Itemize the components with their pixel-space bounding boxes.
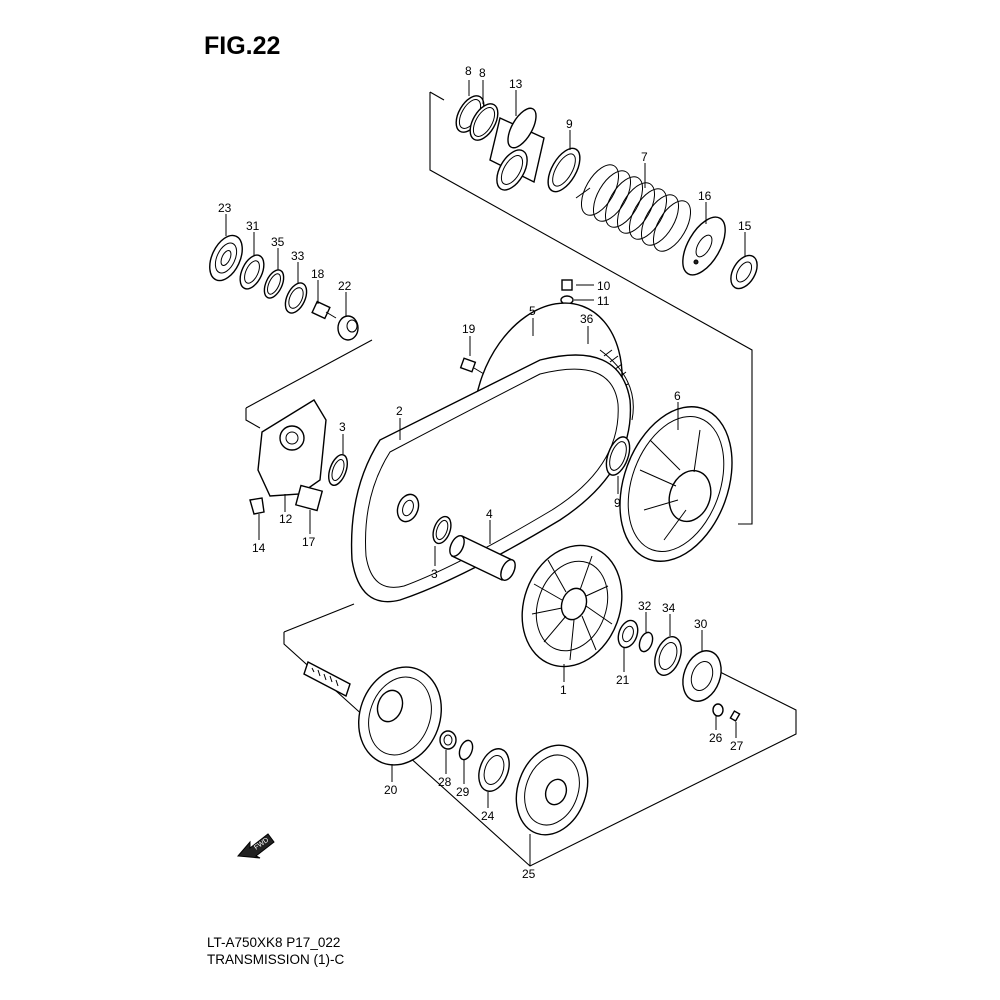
callout-5: 5: [529, 304, 536, 318]
callout-16: 16: [698, 189, 712, 203]
bolt-part-19: [459, 357, 485, 375]
callout-31: 31: [246, 219, 260, 233]
spring-seat-part-16: [682, 216, 726, 276]
callout-11: 11: [597, 294, 610, 308]
movable-drive-face-part-12: [257, 399, 327, 497]
nut-part-15: [730, 254, 758, 290]
drive-belt-part-2: [350, 354, 632, 603]
bearing-part-30: [682, 650, 722, 702]
clutch-shoe-part-25: [515, 744, 589, 836]
bearing-part-21: [617, 619, 639, 649]
one-way-clutch-part-24: [478, 748, 510, 792]
callout-8a: 8: [465, 64, 472, 78]
nut-part-28: [439, 730, 457, 750]
figure-title: FIG.22: [204, 32, 281, 60]
washer-part-26: [712, 703, 724, 717]
callout-10: 10: [597, 279, 611, 293]
seal-part-9-lower: [605, 436, 631, 476]
circlip-part-8b: [469, 103, 499, 141]
callout-9b: 9: [614, 496, 621, 510]
washer-part-3-lower: [432, 515, 452, 545]
callout-20: 20: [384, 783, 398, 797]
ring-part-31: [239, 254, 265, 290]
model-code-label: LT-A750XK8 P17_022: [207, 935, 341, 950]
callout-2: 2: [396, 404, 403, 418]
slider-part-17: [294, 484, 324, 512]
ring-part-35: [263, 269, 285, 299]
drive-face-inner-boss: [396, 493, 420, 523]
callout-26: 26: [709, 731, 723, 745]
collar-part-22: [337, 315, 359, 341]
left-assembly-box: [245, 339, 373, 429]
washer-part-3-upper: [328, 454, 348, 486]
washer-part-29: [458, 739, 474, 761]
sleeve-part-13: [489, 107, 545, 191]
callout-labels: 8 8 13 9 7 16 15 23 31 35 33 18 22 10 11…: [218, 64, 752, 881]
guide-part-14: [249, 497, 265, 515]
driven-pulley-part-6: [619, 406, 733, 562]
callout-17: 17: [302, 535, 316, 549]
seal-part-34: [654, 636, 682, 676]
clutch-housing-part-20: [303, 660, 442, 766]
callout-14: 14: [252, 541, 266, 555]
callout-22: 22: [338, 279, 352, 293]
seal-part-32: [638, 631, 654, 653]
callout-13: 13: [509, 77, 523, 91]
lower-assembly-box: [283, 603, 797, 867]
callout-29: 29: [456, 785, 470, 799]
callout-15: 15: [738, 219, 752, 233]
callout-36: 36: [580, 312, 594, 326]
callout-3b: 3: [431, 567, 438, 581]
spacer-part-4: [449, 535, 516, 581]
callout-30: 30: [694, 617, 708, 631]
spring-part-7: [575, 164, 692, 252]
screw-part-27: [729, 710, 741, 722]
bolt-part-18: [311, 300, 337, 320]
callout-27: 27: [730, 739, 744, 753]
bolt-part-10: [561, 279, 573, 291]
callout-7: 7: [641, 150, 648, 164]
callout-25: 25: [522, 867, 536, 881]
callout-19: 19: [462, 322, 476, 336]
callout-23: 23: [218, 201, 232, 215]
callout-21: 21: [616, 673, 630, 687]
upper-assembly-box: [429, 91, 753, 525]
callout-33: 33: [291, 249, 305, 263]
fixed-drive-face-part-1: [521, 544, 623, 668]
callout-35: 35: [271, 235, 285, 249]
callout-9a: 9: [566, 117, 573, 131]
callout-12: 12: [279, 512, 293, 526]
fwd-arrow-icon: FWD: [236, 833, 275, 859]
callout-28: 28: [438, 775, 452, 789]
callout-6: 6: [674, 389, 681, 403]
callout-3a: 3: [339, 420, 346, 434]
callout-8b: 8: [479, 66, 486, 80]
callout-24: 24: [481, 809, 495, 823]
callout-18: 18: [311, 267, 325, 281]
section-name-label: TRANSMISSION (1)-C: [207, 952, 345, 967]
callout-4: 4: [486, 507, 493, 521]
bearing-part-23: [209, 234, 243, 282]
callout-32: 32: [638, 599, 652, 613]
callout-34: 34: [662, 601, 676, 615]
leader-lines: [225, 80, 746, 866]
ring-part-33: [284, 282, 308, 314]
seal-part-9-upper: [547, 147, 581, 193]
callout-1: 1: [560, 683, 567, 697]
